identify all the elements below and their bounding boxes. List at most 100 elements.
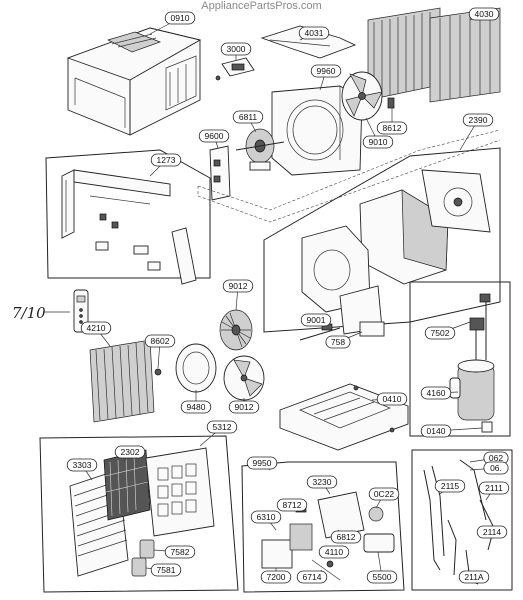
part-number-label[interactable]: 9600 bbox=[198, 129, 230, 149]
label-bubble bbox=[250, 510, 282, 524]
group-frame-tubing bbox=[411, 449, 513, 591]
part-number-label[interactable]: 3230 bbox=[306, 475, 338, 495]
label-bubble bbox=[325, 335, 351, 349]
part-number-text: 5500 bbox=[373, 572, 392, 582]
part-number-text: 211A bbox=[464, 572, 484, 582]
part-number-label[interactable]: 0910 bbox=[149, 11, 196, 35]
part-number-text: 6812 bbox=[337, 532, 356, 542]
part-number-label[interactable]: 6811 bbox=[232, 110, 264, 133]
evaporator-housing-part[interactable] bbox=[301, 169, 491, 335]
part-number-text: 9960 bbox=[317, 66, 336, 76]
label-bubble bbox=[462, 113, 494, 127]
label-bubble bbox=[296, 570, 328, 584]
label-bubble bbox=[300, 313, 332, 327]
part-number-label[interactable]: 9012 bbox=[222, 279, 254, 311]
part-number-text: 4160 bbox=[427, 388, 446, 398]
part-number-label[interactable]: 8612 bbox=[376, 108, 408, 135]
part-number-label[interactable]: 6310 bbox=[250, 510, 282, 531]
blower-fan-part[interactable] bbox=[223, 355, 265, 401]
clip-8612-part[interactable] bbox=[387, 97, 395, 109]
motor-bracket-part[interactable] bbox=[209, 145, 231, 201]
part-number-text: 4110 bbox=[325, 547, 344, 557]
part-number-label[interactable]: 4160 bbox=[420, 386, 459, 400]
part-number-label[interactable]: 6714 bbox=[296, 569, 328, 584]
condenser-coil-part[interactable] bbox=[367, 7, 501, 103]
part-number-label[interactable]: 5500 bbox=[366, 551, 398, 584]
part-number-label[interactable]: 4110 bbox=[318, 545, 350, 559]
label-bubble bbox=[232, 110, 264, 124]
part-number-label[interactable]: 2114 bbox=[476, 525, 508, 539]
part-number-label[interactable]: 3000 bbox=[220, 42, 252, 60]
label-bubble bbox=[420, 424, 452, 438]
part-number-text: 7200 bbox=[267, 572, 286, 582]
part-number-label[interactable]: 9001 bbox=[300, 313, 332, 327]
part-number-label[interactable]: 1273 bbox=[149, 153, 182, 177]
part-number-label[interactable]: 5312 bbox=[199, 420, 238, 447]
label-bubble bbox=[260, 570, 292, 584]
part-number-label[interactable]: 9480 bbox=[180, 390, 212, 414]
label-bubble bbox=[222, 279, 254, 293]
part-number-label[interactable]: 8602 bbox=[144, 334, 176, 369]
part-number-label[interactable]: 8712 bbox=[276, 498, 308, 512]
part-number-label[interactable]: 9012 bbox=[228, 398, 260, 414]
part-number-label[interactable]: 4210 bbox=[80, 321, 112, 347]
part-number-label[interactable]: 9960 bbox=[310, 64, 342, 91]
part-number-label[interactable]: 0410 bbox=[371, 392, 408, 406]
orifice-ring-part[interactable] bbox=[175, 343, 217, 393]
part-number-label[interactable]: 7200 bbox=[260, 568, 292, 584]
part-number-label[interactable]: 4031 bbox=[298, 26, 330, 41]
part-number-label[interactable]: 211A bbox=[458, 570, 490, 584]
blower-wheel-part[interactable] bbox=[219, 309, 253, 351]
part-number-text: 2302 bbox=[121, 447, 140, 457]
louver-part[interactable] bbox=[131, 539, 155, 577]
part-number-label[interactable]: 758 bbox=[325, 331, 363, 349]
label-bubble bbox=[420, 386, 452, 400]
fan-shroud-part[interactable] bbox=[271, 85, 363, 176]
top-bracket-part[interactable] bbox=[260, 25, 357, 59]
part-number-label[interactable]: 0C22 bbox=[368, 487, 400, 509]
refrigerant-tubing-part[interactable] bbox=[423, 459, 495, 585]
part-number-label[interactable]: 2302 bbox=[114, 445, 146, 463]
part-number-label[interactable]: 3303 bbox=[66, 458, 98, 481]
part-number-label[interactable]: 7582 bbox=[153, 545, 196, 559]
part-number-text: 2111 bbox=[485, 483, 503, 493]
part-number-label[interactable]: 2111 bbox=[478, 481, 510, 501]
bracket-3000-part[interactable] bbox=[215, 57, 255, 81]
part-number-label[interactable]: 2390 bbox=[459, 113, 494, 151]
compressor-part[interactable] bbox=[449, 293, 495, 433]
evaporator-coil-part[interactable] bbox=[89, 339, 155, 423]
cabinet-part[interactable] bbox=[66, 27, 202, 136]
part-number-text: 2114 bbox=[483, 527, 502, 537]
part-number-text: 7581 bbox=[157, 565, 176, 575]
label-bubble bbox=[310, 64, 342, 78]
part-number-text: 0410 bbox=[383, 394, 402, 404]
fan-motor-part[interactable] bbox=[235, 128, 285, 171]
part-number-text: 062 bbox=[489, 453, 503, 463]
part-number-label[interactable]: 4030 bbox=[468, 7, 500, 21]
part-number-label[interactable]: 0140 bbox=[420, 424, 483, 438]
label-bubble bbox=[468, 7, 500, 21]
part-number-text: 8712 bbox=[283, 500, 302, 510]
part-number-label[interactable]: 9950 bbox=[246, 456, 278, 471]
label-bubble bbox=[144, 334, 176, 348]
air-filter-part[interactable] bbox=[103, 449, 151, 521]
remote-control-part[interactable] bbox=[73, 289, 89, 333]
part-number-label[interactable]: 6812 bbox=[330, 529, 362, 544]
part-number-text: 758 bbox=[331, 337, 345, 347]
side-panel-part[interactable] bbox=[61, 169, 197, 285]
part-number-text: 6811 bbox=[239, 112, 258, 122]
part-number-label[interactable]: 7581 bbox=[145, 563, 182, 577]
nut-8602-part[interactable] bbox=[154, 368, 162, 376]
part-number-label[interactable]: 7502 bbox=[424, 321, 471, 340]
part-number-text: 2390 bbox=[469, 115, 488, 125]
front-frame-part[interactable] bbox=[145, 447, 215, 537]
part-number-text: 3230 bbox=[313, 477, 332, 487]
part-number-text: 9001 bbox=[307, 315, 326, 325]
part-number-label[interactable]: 06. bbox=[469, 461, 509, 475]
part-number-label[interactable]: 9010 bbox=[362, 117, 394, 149]
part-number-label[interactable]: 2115 bbox=[434, 479, 466, 495]
condenser-fan-blade-part[interactable] bbox=[341, 71, 383, 121]
base-pan-part[interactable] bbox=[279, 383, 409, 451]
part-number-text: 9480 bbox=[187, 402, 206, 412]
